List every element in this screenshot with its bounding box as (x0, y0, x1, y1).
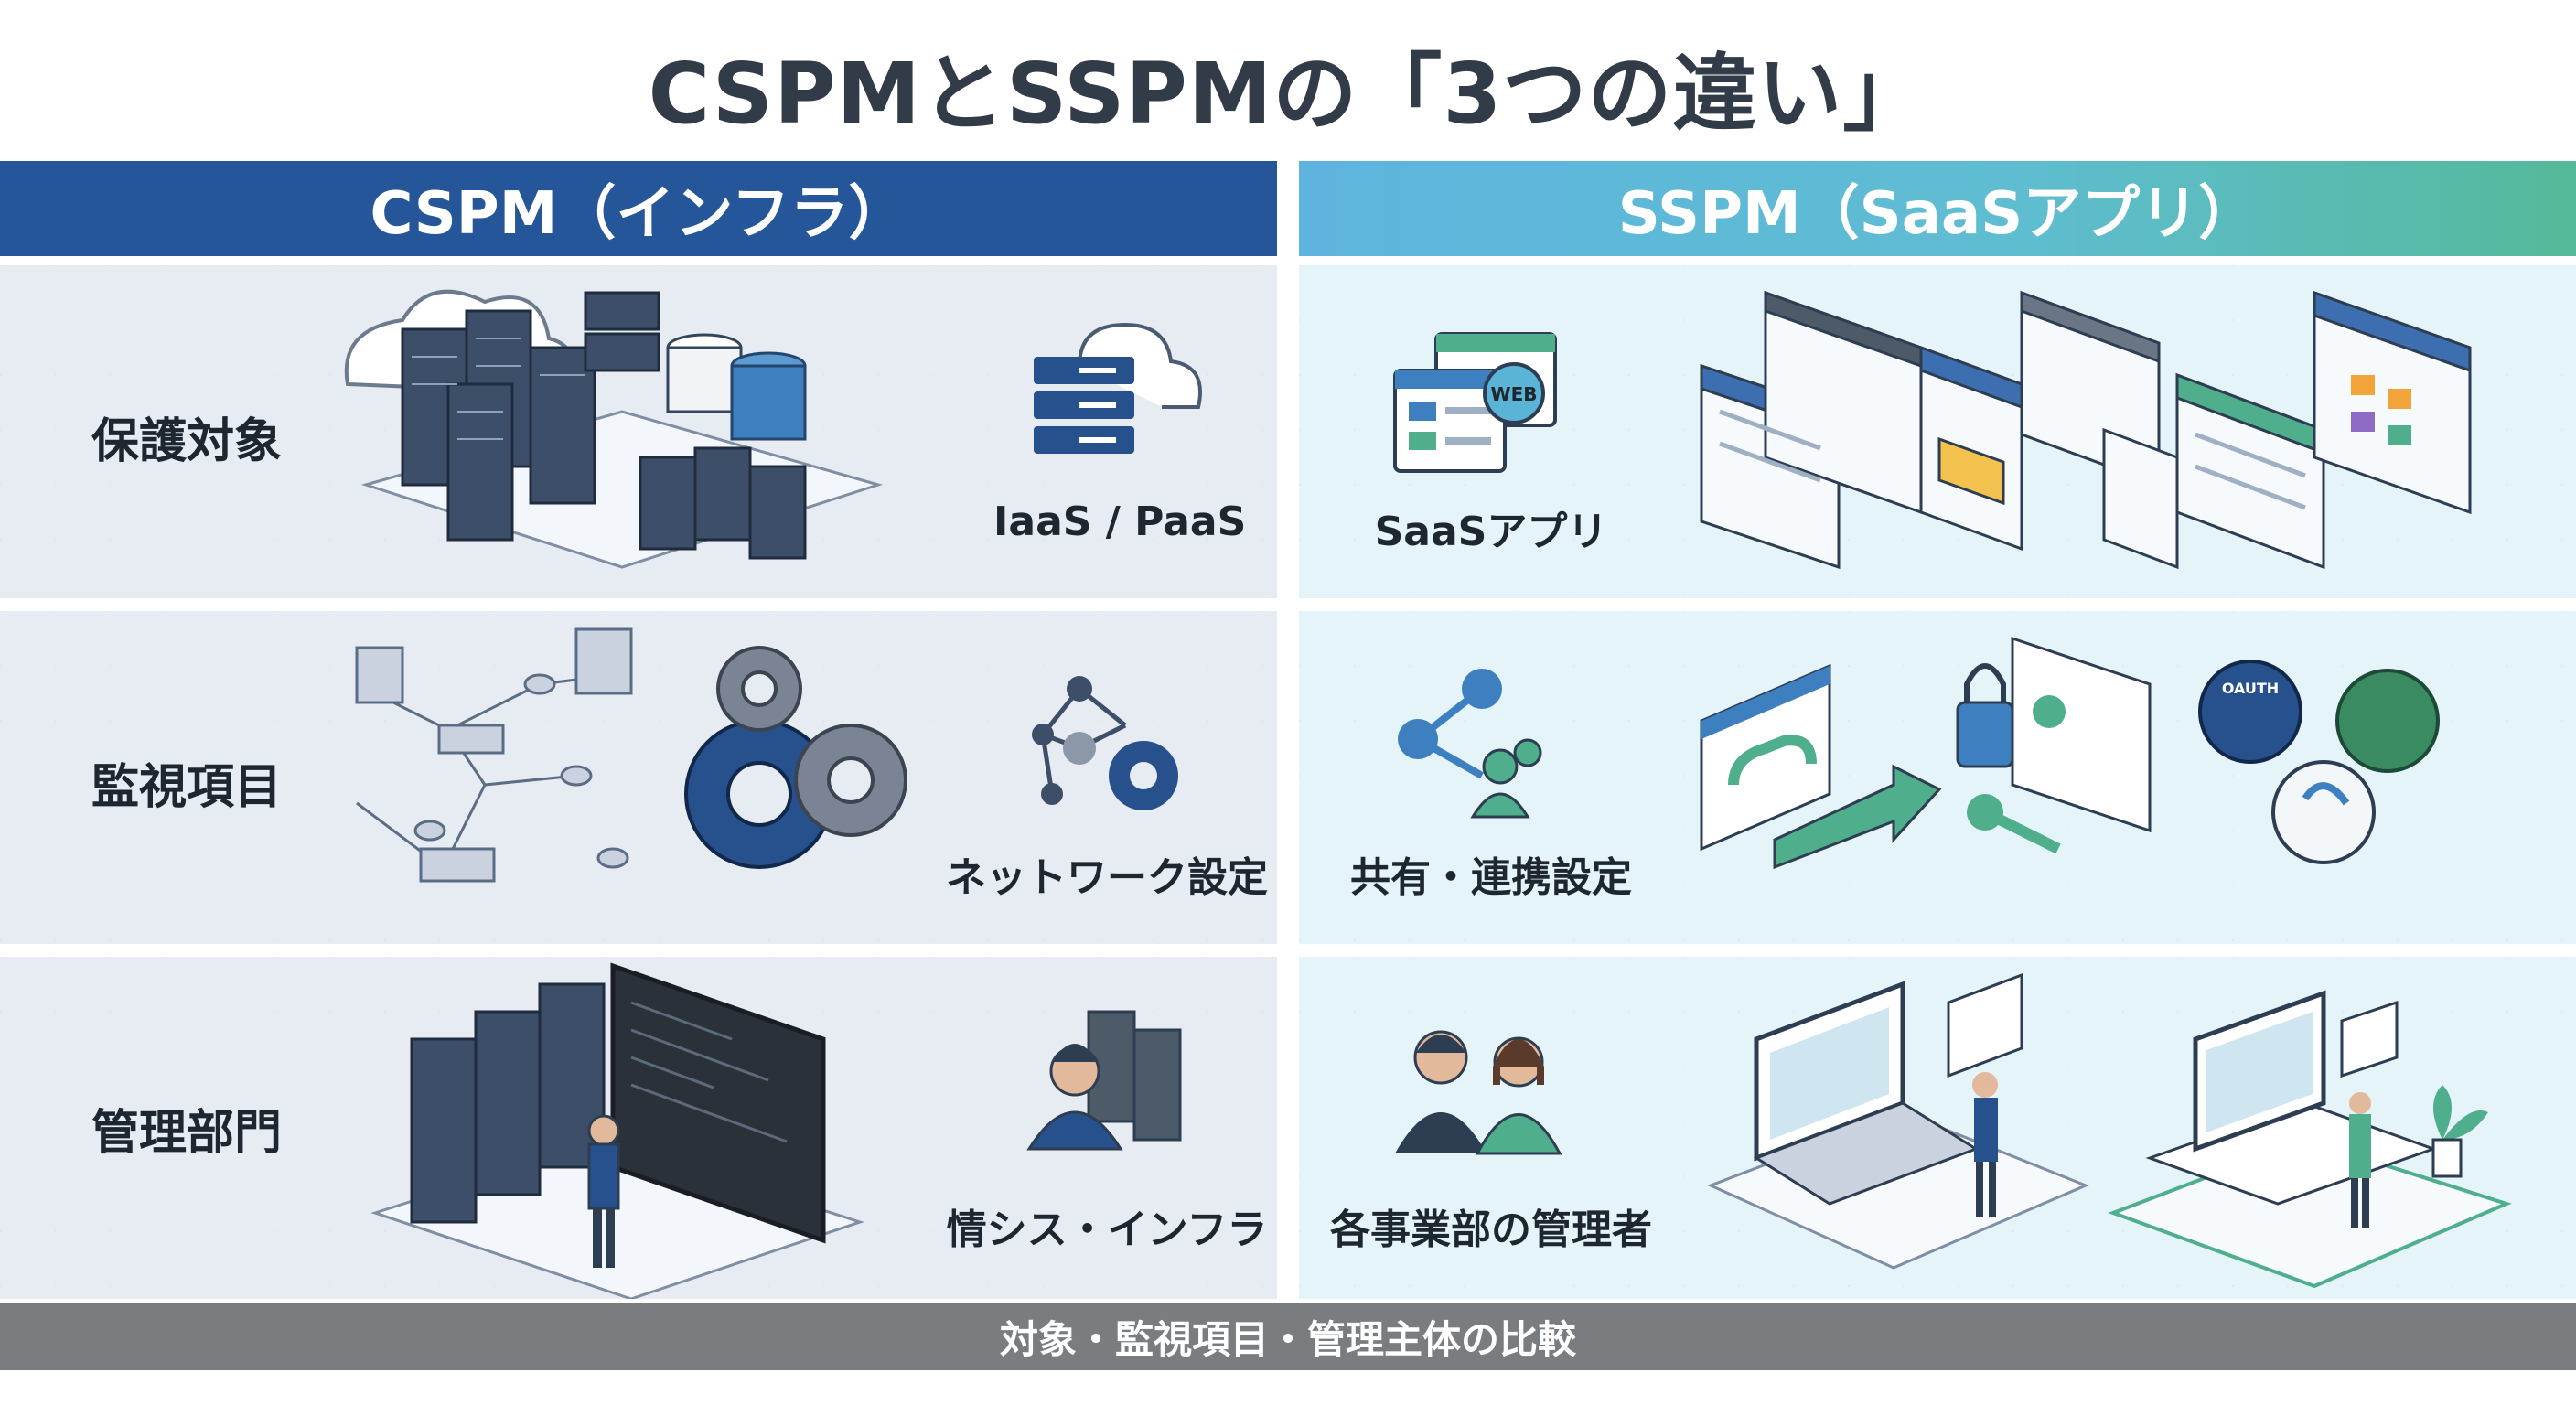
sspm-column-header: SSPM（SaaSアプリ） (1299, 161, 2576, 256)
footer-bar: 対象・監視項目・管理主体の比較 (0, 1303, 2576, 1370)
caption-iaas-paas: IaaS / PaaS (993, 499, 1247, 545)
cspm-protection-target-cell: 保護対象 IaaS / PaaS (0, 265, 1277, 598)
business-user-workstations-illustration (1707, 972, 2512, 1289)
data-center-illustration (344, 289, 884, 569)
row-label-management-department: 管理部門 (91, 1106, 283, 1161)
link-access-oauth-illustration: OAUTH (1700, 636, 2440, 870)
network-settings-icon (1032, 676, 1178, 810)
row-label-monitoring-items: 監視項目 (91, 760, 283, 815)
caption-share-integration: 共有・連携設定 (1350, 854, 1632, 901)
caption-saas-app: SaaSアプリ (1374, 509, 1608, 555)
web-app-icon: WEB (1393, 332, 1557, 473)
cspm-management-department-cell: 管理部門 情シス・インフラ (0, 957, 1277, 1299)
business-managers-icon (1395, 1030, 1562, 1155)
saas-app-screens-illustration (1700, 290, 2472, 570)
row-label-protection-target: 保護対象 (91, 414, 283, 469)
server-cloud-icon (1034, 322, 1202, 454)
caption-business-managers: 各事業部の管理者 (1330, 1207, 1652, 1253)
sspm-monitoring-items-cell: 共有・連携設定 OAUTH (1299, 611, 2576, 944)
infrastructure-admin-illustration (370, 962, 864, 1299)
oauth-badge-text: OAUTH (2222, 680, 2279, 697)
sspm-protection-target-cell: WEB SaaSアプリ (1299, 265, 2576, 598)
web-badge-text: WEB (1491, 383, 1538, 405)
sspm-management-department-cell: 各事業部の管理者 (1299, 957, 2576, 1299)
it-admin-icon (1026, 1010, 1182, 1151)
cspm-monitoring-items-cell: 監視項目 ネットワーク設定 (0, 611, 1277, 944)
network-gears-illustration (355, 627, 907, 883)
caption-it-infra: 情シス・インフラ (946, 1207, 1268, 1253)
caption-network-settings: ネットワーク設定 (946, 854, 1268, 901)
cspm-column-header: CSPM（インフラ） (0, 161, 1277, 256)
page-title: CSPMとSSPMの「3つの違い」 (648, 45, 1928, 143)
share-users-icon (1398, 669, 1542, 819)
